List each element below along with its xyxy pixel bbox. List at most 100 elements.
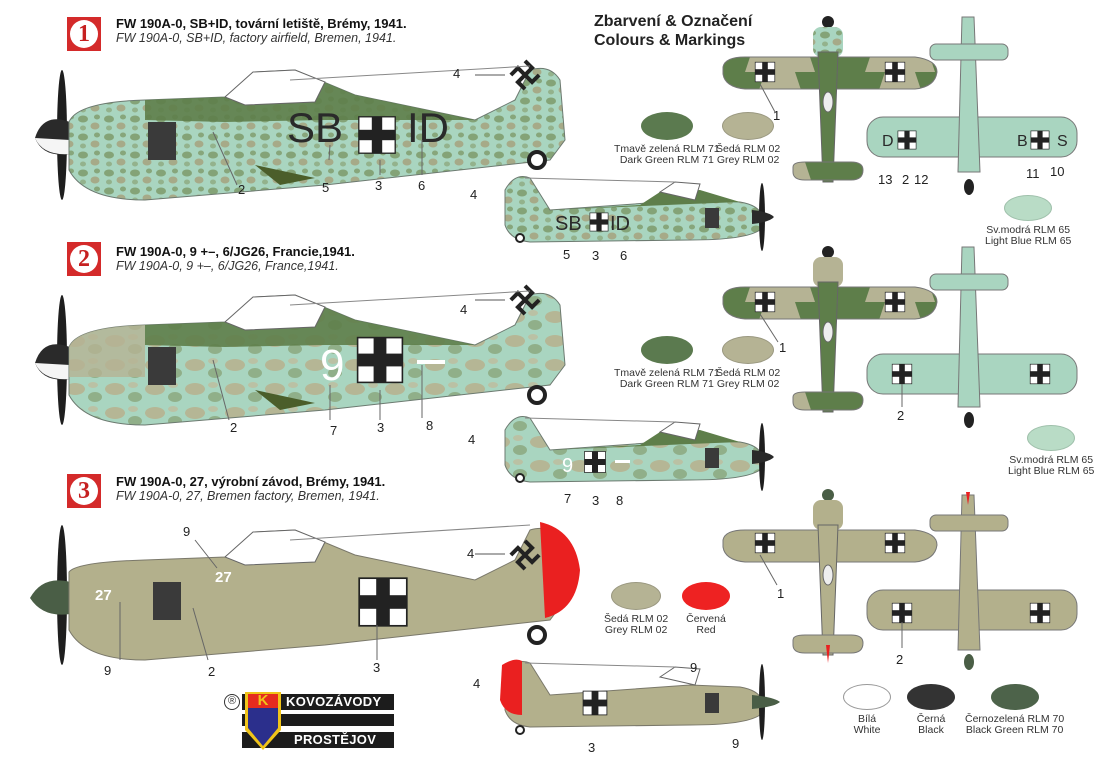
callout-label: 4 <box>460 302 468 317</box>
color-oval <box>640 336 693 364</box>
color-oval <box>611 582 662 610</box>
scheme-3-top-view <box>722 489 938 663</box>
color-oval <box>843 684 891 710</box>
kovozavody-logo: ® K KOVOZÁVODY PROSTĚJOV <box>222 690 397 752</box>
callout-label: 13 <box>878 172 893 187</box>
logo-letter: K <box>257 692 269 709</box>
heading-cz: Zbarvení & Označení <box>594 13 753 30</box>
callout-label: 7 <box>564 491 572 506</box>
scheme-3-side-profile: 27 27 <box>30 522 580 665</box>
scheme-3-title-en: FW 190A-0, 27, Bremen factory, Bremen, 1… <box>116 489 380 503</box>
callout-label: 7 <box>330 423 338 438</box>
callout-label: 5 <box>563 247 571 262</box>
color-oval <box>722 336 775 364</box>
svg-text:D: D <box>882 133 894 150</box>
svg-text:ID: ID <box>407 104 449 151</box>
callout-label: 3 <box>588 740 596 755</box>
callout-label: 3 <box>373 660 381 675</box>
svg-text:27: 27 <box>95 587 112 604</box>
scheme-1-title-cz: FW 190A-0, SB+ID, tovární letiště, Brémy… <box>116 16 407 31</box>
scheme-3-title-cz: FW 190A-0, 27, výrobní závod, Brémy, 194… <box>116 474 386 489</box>
color-oval <box>722 112 775 140</box>
heading-en: Colours & Markings <box>594 32 746 49</box>
scheme-2-title-en: FW 190A-0, 9 +–, 6/JG26, France,1941. <box>116 259 339 273</box>
callout-label: 8 <box>426 418 434 433</box>
callout-label: 9 <box>732 736 740 751</box>
scheme-1-small-profile: SB ID <box>504 176 774 251</box>
scheme-1-title-en: FW 190A-0, SB+ID, factory airfield, Brem… <box>116 31 397 45</box>
svg-text:9: 9 <box>320 341 344 390</box>
scheme-2-top-view <box>722 246 938 413</box>
callout-label: 4 <box>470 187 478 202</box>
scheme-2-bottom-view <box>866 246 1078 428</box>
logo-line1: KOVOZÁVODY <box>286 694 382 709</box>
callout-label: 5 <box>322 180 330 195</box>
tail-emblem <box>509 59 541 91</box>
svg-text:SB: SB <box>287 104 343 151</box>
color-oval <box>990 684 1039 710</box>
callout-label: 11 <box>1026 166 1040 181</box>
callout-label: 4 <box>468 432 476 447</box>
svg-text:SB: SB <box>555 213 582 235</box>
registered-icon: ® <box>224 694 240 710</box>
callout-label: 3 <box>375 178 383 193</box>
callout-label: 4 <box>473 676 481 691</box>
color-oval <box>1027 425 1076 451</box>
callout-label: 3 <box>377 420 385 435</box>
callout-label: 9 <box>183 524 191 539</box>
color-oval <box>907 684 955 710</box>
shield-icon <box>245 692 281 750</box>
callout-label: 2 <box>230 420 238 435</box>
callout-label: 3 <box>592 248 600 263</box>
color-oval <box>1004 195 1053 221</box>
svg-text:S: S <box>1057 133 1068 150</box>
scheme-1-title: FW 190A-0, SB+ID, tovární letiště, Brémy… <box>116 16 407 45</box>
scheme-2-title: FW 190A-0, 9 +–, 6/JG26, Francie,1941. F… <box>116 244 355 273</box>
svg-text:9: 9 <box>562 455 573 477</box>
scheme-3-title: FW 190A-0, 27, výrobní závod, Brémy, 194… <box>116 474 385 503</box>
scheme-1-bottom-view: D B S <box>866 16 1078 195</box>
color-oval <box>640 112 693 140</box>
callout-label: 4 <box>467 546 475 561</box>
callout-label: 3 <box>592 493 600 508</box>
scheme-1-top-view <box>722 16 938 183</box>
scheme-3-bottom-view <box>866 492 1078 670</box>
callout-label: 1 <box>777 586 785 601</box>
callout-label: 9 <box>104 663 112 678</box>
callout-label: 8 <box>616 493 624 508</box>
logo-line2: PROSTĚJOV <box>294 732 377 747</box>
callout-label: 2 <box>208 664 216 679</box>
callout-label: 6 <box>620 248 628 263</box>
callout-label: 2 <box>238 182 246 197</box>
scheme-2-title-cz: FW 190A-0, 9 +–, 6/JG26, Francie,1941. <box>116 244 355 259</box>
callout-label: 4 <box>453 66 461 81</box>
callout-label: 9 <box>690 660 698 675</box>
scheme-2-side-profile: 9 <box>35 284 566 426</box>
scheme-3-small-profile <box>500 659 780 740</box>
svg-text:B: B <box>1017 133 1028 150</box>
callout-label: 6 <box>418 178 426 193</box>
callout-label: 1 <box>773 108 781 123</box>
callout-label: 12 <box>914 172 929 187</box>
colours-markings-heading: Zbarvení & Označení Colours & Markings <box>594 12 752 50</box>
callout-label: 2 <box>902 172 910 187</box>
scheme-3-badge: 3 <box>67 474 101 508</box>
scheme-2-badge: 2 <box>67 242 101 276</box>
scheme-1-badge: 1 <box>67 17 101 51</box>
callout-label: 2 <box>897 408 905 423</box>
scheme-1-side-profile: SB ID <box>35 59 566 201</box>
color-oval <box>682 582 730 610</box>
callout-label: 2 <box>896 652 904 667</box>
scheme-2-small-profile: 9 <box>504 416 774 491</box>
